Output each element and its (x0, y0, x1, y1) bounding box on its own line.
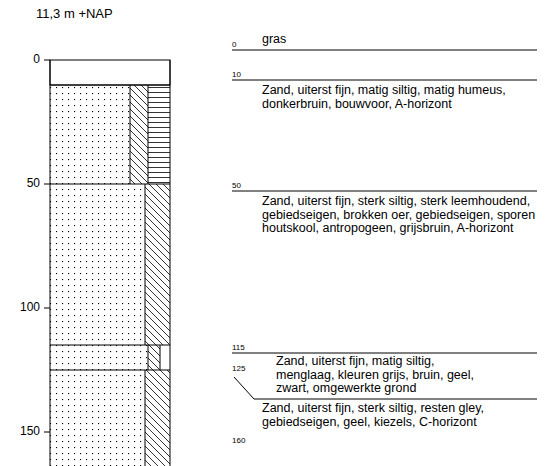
axis-tick-label: 0 (10, 53, 40, 67)
depth-label: 10 (232, 70, 257, 79)
depth-label: 125 (232, 364, 257, 373)
depth-label: 160 (232, 436, 257, 445)
layer-description: Zand, uiterst fijn, sterk siltig, sterk … (262, 195, 537, 236)
elevation-title: 11,3 m +NAP (36, 6, 113, 21)
axis-tick-label: 50 (10, 177, 40, 191)
depth-label: 0 (232, 40, 257, 49)
layer-description: Zand, uiterst fijn, sterk siltig, resten… (262, 402, 537, 429)
layer-boundaries (232, 50, 537, 399)
axis-tick-label: 100 (10, 301, 40, 315)
layer-description: gras (262, 33, 362, 47)
depth-label: 115 (232, 343, 257, 352)
axis-tick-label: 150 (10, 425, 40, 439)
soil-column (50, 60, 170, 466)
layer-description: Zand, uiterst fijn, matig siltig, matig … (262, 84, 537, 111)
depth-label: 50 (232, 181, 257, 190)
layer-description: Zand, uiterst fijn, matig siltig, mengla… (276, 355, 491, 396)
depth-axis (44, 60, 50, 432)
